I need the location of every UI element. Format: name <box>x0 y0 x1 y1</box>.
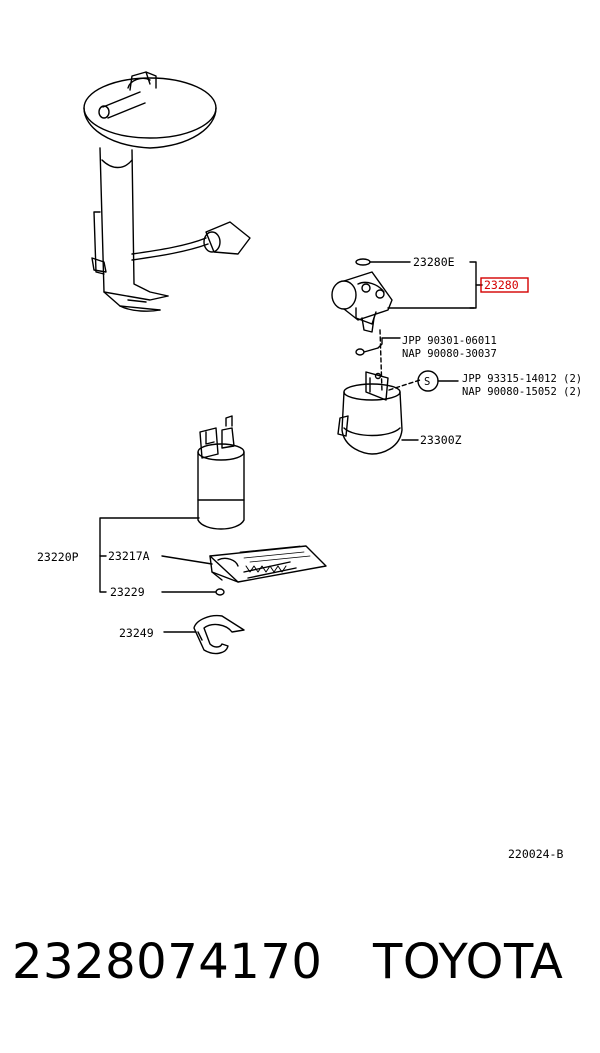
leader-90301 <box>377 337 401 349</box>
gasket-small <box>355 348 365 356</box>
part-number: 2328074170 <box>12 934 323 990</box>
label-jpp-90301: JPP 90301-06011 <box>402 335 497 347</box>
diagram-code: 220024-B <box>508 847 563 861</box>
label-23217a: 23217A <box>108 549 150 563</box>
highlight-box-23280 <box>480 277 529 293</box>
label-jpp-93315: JPP 93315-14012 (2) <box>462 373 582 385</box>
bracket-23220p <box>99 517 200 593</box>
pressure-regulator <box>331 258 475 333</box>
label-23300z: 23300Z <box>420 433 462 447</box>
fuel-filter-cup <box>337 371 419 455</box>
label-23229: 23229 <box>110 585 145 599</box>
fuel-pump-cushion <box>193 614 245 655</box>
label-nap-90080-30037: NAP 90080-30037 <box>402 348 497 360</box>
clip-23229 <box>215 588 225 596</box>
label-23220p: 23220P <box>37 550 79 564</box>
fuel-pump <box>197 415 245 530</box>
exploded-parts-diagram: 23280E 23280 JPP 90301-06011 NAP 90080-3… <box>37 71 582 861</box>
fuel-strainer <box>209 545 327 583</box>
label-23280e: 23280E <box>413 255 455 269</box>
label-s-symbol: S <box>424 376 430 388</box>
bracket-23280 <box>469 261 477 309</box>
brand-name: TOYOTA <box>373 934 564 990</box>
label-23249: 23249 <box>119 626 154 640</box>
label-23280: 23280 <box>484 278 519 292</box>
fuel-pump-bracket-assembly <box>83 71 251 312</box>
label-nap-90080-15052: NAP 90080-15052 (2) <box>462 386 582 398</box>
